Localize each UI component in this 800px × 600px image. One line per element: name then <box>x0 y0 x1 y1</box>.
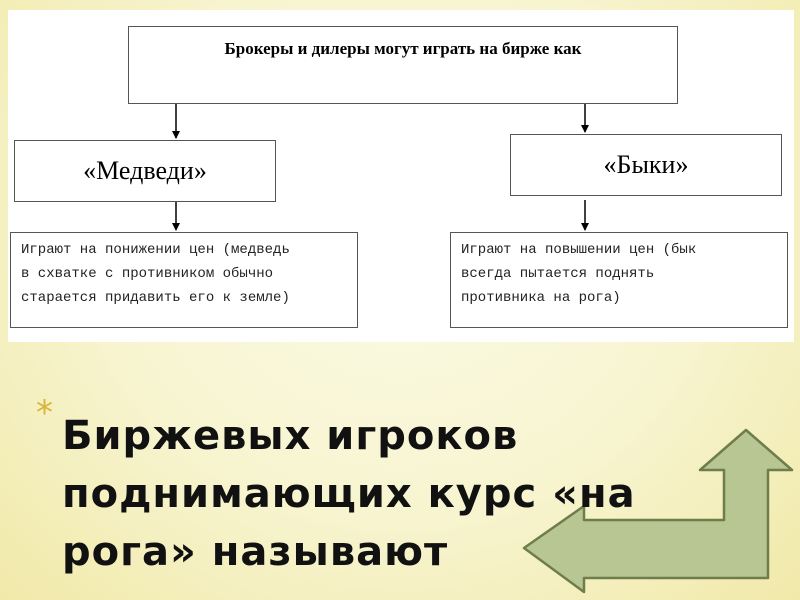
bull-description-line: Играют на повышении цен (бык <box>461 242 697 258</box>
bullet-line: поднимающих курс «на <box>62 471 636 517</box>
bullet-star-icon: * <box>36 393 53 433</box>
bull-description-line: противника на рога) <box>461 290 621 306</box>
bullet-line: рога» называют <box>62 529 449 575</box>
bullet-line: Биржевых игроков <box>62 413 519 459</box>
top-box: Брокеры и дилеры могут играть на бирже к… <box>128 26 678 104</box>
bear-label: «Медведи» <box>83 156 207 185</box>
bull-label: «Быки» <box>603 150 689 179</box>
bear-description-line: Играют на понижении цен (медведь <box>21 242 290 258</box>
bear-description-line: в схватке с противником обычно <box>21 266 274 282</box>
bull-box: «Быки» <box>510 134 782 196</box>
bear-description-line: старается придавить его к земле) <box>21 290 290 306</box>
bull-description-line: всегда пытается поднять <box>461 266 655 282</box>
bull-description-box: Играют на повышении цен (бык всегда пыта… <box>450 232 788 328</box>
bear-box: «Медведи» <box>14 140 276 202</box>
top-box-text: Брокеры и дилеры могут играть на бирже к… <box>224 39 582 58</box>
bear-description-box: Играют на понижении цен (медведь в схват… <box>10 232 358 328</box>
bullet-text: Биржевых игроков поднимающих курс «на ро… <box>62 407 682 581</box>
